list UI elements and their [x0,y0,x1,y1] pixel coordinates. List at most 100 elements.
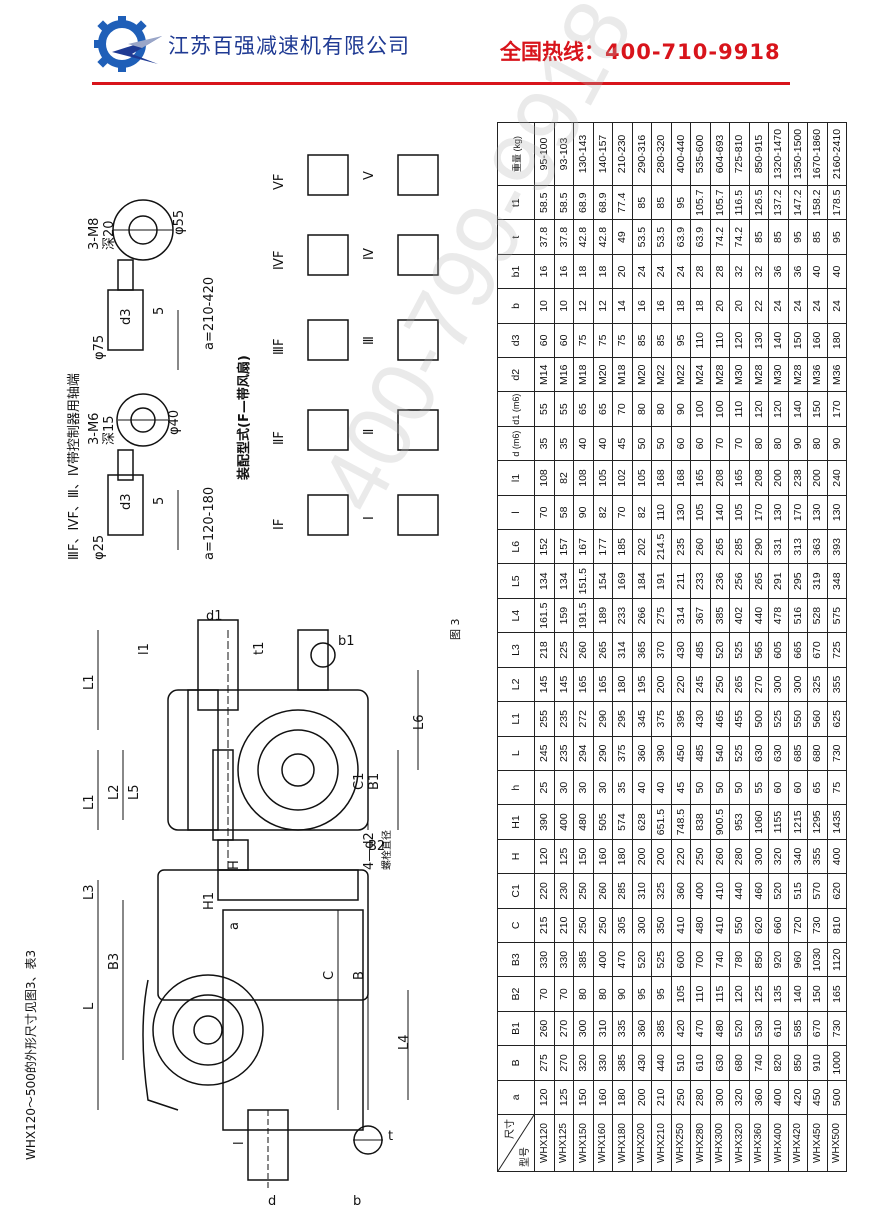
table-cell: 540 [710,736,730,771]
table-cell: 235 [554,736,574,771]
table-cell: 80 [632,391,652,427]
table-cell: 325 [651,873,671,909]
col-header: B3 [497,942,535,977]
table-cell: 238 [788,460,808,496]
table-cell: 90 [788,426,808,461]
table-cell: 140 [710,495,730,530]
table-cell: 35 [534,426,554,461]
model-cell: WHX280 [690,1114,710,1172]
assembly-title: 装配型式(F—带风扇) [236,355,252,481]
table-cell: 330 [534,942,554,977]
dim-L1-b: L1 [82,794,97,810]
dim-d1: d1 [206,609,223,624]
m8-label: 3-M8 [87,218,102,250]
table-cell: 185 [612,529,632,564]
table-cell: 170 [749,495,769,530]
table-cell: 1060 [749,804,769,840]
table-cell: 400 [768,1080,788,1115]
table-cell: 140 [768,323,788,358]
table-cell: 320 [573,1045,593,1081]
table-cell: 115 [710,976,730,1012]
dim-L2: L2 [107,784,122,800]
spec-table: 尺寸 型号 a B B1 B2 B3 C C1 H H1 h L L1 L2 [497,122,847,1172]
table-cell: 70 [710,426,730,461]
table-cell: 450 [671,736,691,771]
table-cell: M22 [671,357,691,392]
table-cell: 18 [573,254,593,289]
table-cell: 32 [749,254,769,289]
table-cell: 20 [612,254,632,289]
table-cell: 125 [749,976,769,1012]
page-header: 江苏百强减速机有限公司 全国热线：400-710-9918 [0,0,880,90]
table-cell: 159 [554,598,574,633]
table-cell: 95 [651,976,671,1012]
figure-label: 图 3 [449,618,462,641]
table-cell: 360 [749,1080,769,1115]
table-cell: 40 [593,426,613,461]
col-header: d2 [497,357,535,392]
col-header: L5 [497,564,535,599]
type-II: Ⅱ [362,429,377,435]
table-cell: 160 [807,323,827,358]
table-cell: 780 [729,942,749,977]
table-cell: 105 [593,460,613,496]
table-cell: 80 [749,426,769,461]
table-cell: 24 [768,288,788,324]
col-header: L6 [497,529,535,564]
table-cell: 285 [729,529,749,564]
table-cell: 250 [573,908,593,943]
table-cell: 126.5 [749,185,769,220]
table-cell: 95 [671,323,691,358]
table-cell: 730 [827,736,847,771]
table-cell: 120 [749,391,769,427]
table-cell: M30 [768,357,788,392]
table-cell: 65 [593,391,613,427]
table-cell: 120 [534,839,554,874]
table-cell: 16 [554,254,574,289]
table-cell: 400 [593,942,613,977]
table-cell: 285 [612,873,632,909]
table-cell: 270 [749,667,769,702]
table-cell: 200 [768,460,788,496]
table-cell: 260 [593,873,613,909]
table-cell: 165 [593,667,613,702]
table-cell: 280 [729,839,749,874]
col-header: a [497,1080,535,1115]
table-cell: 20 [710,288,730,324]
table-cell: 410 [671,908,691,943]
corner-diagonal [498,1115,534,1171]
dim-B: B [352,971,367,980]
table-cell: 10 [534,288,554,324]
type-IF: ⅠF [272,519,287,530]
d3-label-b: d3 [119,308,134,325]
table-cell: 95 [632,976,652,1012]
table-cell: 478 [768,598,788,633]
ctrl-title: ⅢF、ⅣF、Ⅲ、Ⅳ带控制器用轴端 [67,373,82,560]
five-label-a: 5 [152,497,167,505]
table-cell: 680 [807,736,827,771]
table-cell: 340 [788,839,808,874]
table-cell: 177 [593,529,613,564]
hotline-number[interactable]: 400-710-9918 [605,40,781,64]
table-cell: M28 [710,357,730,392]
table-cell: 58 [554,495,574,530]
table-cell: 200 [632,1080,652,1115]
table-header-row: 尺寸 型号 a B B1 B2 B3 C C1 H H1 h L L1 L2 [497,122,535,1172]
table-cell: 345 [632,701,652,737]
table-cell: 245 [534,736,554,771]
table-cell: 80 [573,976,593,1012]
table-cell: M24 [690,357,710,392]
table-cell: 35 [612,770,632,805]
dim-B3: B3 [107,953,122,970]
table-cell: 260 [710,839,730,874]
table-cell: 50 [651,426,671,461]
col-header: d1 (m6) [497,391,535,427]
table-cell: 134 [534,564,554,599]
table-cell: 90 [827,426,847,461]
table-cell: 202 [632,529,652,564]
table-cell: M30 [729,357,749,392]
table-cell: 120 [729,323,749,358]
table-cell: 250 [710,667,730,702]
